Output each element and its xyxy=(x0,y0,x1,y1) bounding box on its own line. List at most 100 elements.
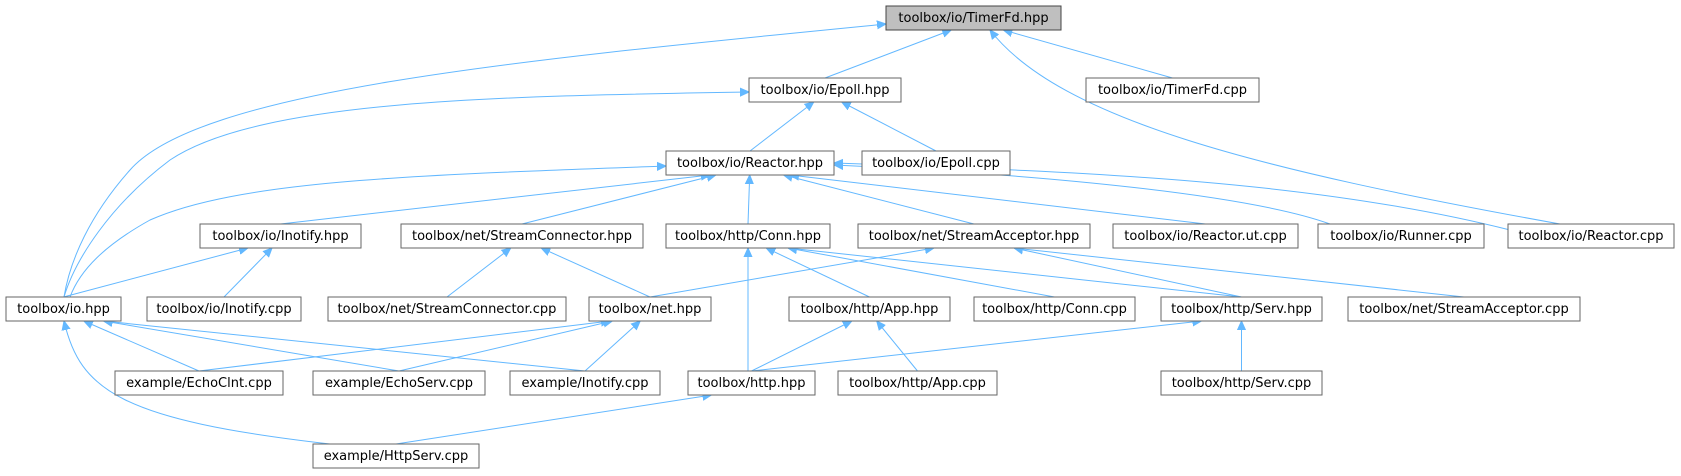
node-serv-cpp[interactable]: toolbox/http/Serv.cpp xyxy=(1160,370,1323,396)
edge-http-hpp-to-app-hpp xyxy=(751,321,852,372)
node-label: toolbox/io/TimerFd.cpp xyxy=(1098,83,1247,98)
node-box xyxy=(1160,296,1323,322)
edge-epoll-cpp-to-epoll-hpp xyxy=(842,102,937,152)
node-conn-hpp[interactable]: toolbox/http/Conn.hpp xyxy=(665,223,831,249)
edges-layer xyxy=(63,24,1561,445)
node-reactor-hpp[interactable]: toolbox/io/Reactor.hpp xyxy=(665,150,835,176)
node-label: toolbox/http/App.cpp xyxy=(849,376,986,391)
node-streamconnector-hpp[interactable]: toolbox/net/StreamConnector.hpp xyxy=(400,223,644,249)
node-box xyxy=(312,443,480,469)
edge-serv-hpp-to-conn-hpp xyxy=(788,248,1242,298)
edge-net-hpp-to-streamconnector-hpp xyxy=(541,248,651,298)
node-label: toolbox/http.hpp xyxy=(697,376,805,391)
node-box xyxy=(885,5,1062,31)
edge-reactor-hpp-to-epoll-hpp xyxy=(749,102,814,152)
node-label: toolbox/net/StreamConnector.hpp xyxy=(412,229,632,244)
nodes-layer: toolbox/io/TimerFd.hpp toolbox/io/Epoll.h… xyxy=(5,5,1675,469)
node-app-hpp[interactable]: toolbox/http/App.hpp xyxy=(788,296,951,322)
node-box xyxy=(665,223,831,249)
edge-http-hpp-to-serv-hpp xyxy=(751,321,1202,372)
node-box xyxy=(312,370,486,396)
node-box xyxy=(114,370,284,396)
node-label: toolbox/io/Reactor.cpp xyxy=(1519,229,1664,244)
edge-conn-hpp-to-reactor-hpp xyxy=(748,175,750,225)
node-label: toolbox/net.hpp xyxy=(599,302,702,317)
edge-serv-hpp-to-streamacceptor-hpp xyxy=(1014,248,1242,298)
edge-app-hpp-to-conn-hpp xyxy=(766,248,870,298)
node-box xyxy=(973,296,1136,322)
node-conn-cpp[interactable]: toolbox/http/Conn.cpp xyxy=(973,296,1136,322)
node-epoll-cpp[interactable]: toolbox/io/Epoll.cpp xyxy=(861,150,1011,176)
node-label: example/HttpServ.cpp xyxy=(324,449,469,464)
edge-io-hpp-to-timerfd-hpp xyxy=(63,24,886,298)
node-box xyxy=(837,370,998,396)
node-label: example/EchoServ.cpp xyxy=(325,376,473,391)
node-epoll-hpp[interactable]: toolbox/io/Epoll.hpp xyxy=(748,77,902,103)
edge-echoclnt-cpp-to-net-hpp xyxy=(198,321,610,372)
edge-app-cpp-to-app-hpp xyxy=(877,321,918,372)
node-http-hpp[interactable]: toolbox/http.hpp xyxy=(687,370,816,396)
node-label: toolbox/io/TimerFd.hpp xyxy=(898,11,1048,26)
edge-reactor-cpp-to-timerfd-hpp xyxy=(990,30,1561,225)
node-reactor-cpp[interactable]: toolbox/io/Reactor.cpp xyxy=(1507,223,1675,249)
node-inotify-hpp[interactable]: toolbox/io/Inotify.hpp xyxy=(199,223,362,249)
node-echoserv-cpp[interactable]: example/EchoServ.cpp xyxy=(312,370,486,396)
node-io-hpp[interactable]: toolbox/io.hpp xyxy=(5,296,122,322)
node-echoclnt-cpp[interactable]: example/EchoClnt.cpp xyxy=(114,370,284,396)
node-inotify-cpp[interactable]: toolbox/io/Inotify.cpp xyxy=(146,296,302,322)
node-box xyxy=(5,296,122,322)
node-box xyxy=(687,370,816,396)
node-label: toolbox/io/Epoll.cpp xyxy=(872,156,1000,171)
node-box xyxy=(857,223,1091,249)
node-label: toolbox/http/Conn.cpp xyxy=(982,302,1127,317)
node-box xyxy=(1112,223,1299,249)
edge-httpserv-cpp-to-http-hpp xyxy=(395,395,712,445)
node-box xyxy=(146,296,302,322)
node-label: toolbox/io/Runner.cpp xyxy=(1330,229,1472,244)
node-label: toolbox/io/Epoll.hpp xyxy=(761,83,890,98)
node-label: toolbox/io/Inotify.hpp xyxy=(212,229,348,244)
node-label: example/Inotify.cpp xyxy=(521,376,648,391)
node-streamacceptor-cpp[interactable]: toolbox/net/StreamAcceptor.cpp xyxy=(1347,296,1581,322)
node-label: toolbox/http/App.hpp xyxy=(801,302,939,317)
edge-inotify-example-cpp-to-io-hpp xyxy=(104,321,586,372)
node-label: toolbox/io.hpp xyxy=(17,302,110,317)
edge-io-hpp-to-epoll-hpp xyxy=(63,92,749,298)
edge-echoclnt-cpp-to-io-hpp xyxy=(84,321,200,372)
node-inotify-example-cpp[interactable]: example/Inotify.cpp xyxy=(509,370,661,396)
edge-streamconnector-hpp-to-reactor-hpp xyxy=(521,175,716,225)
node-box xyxy=(748,77,902,103)
node-box xyxy=(327,296,567,322)
edge-io-hpp-to-inotify-hpp xyxy=(63,248,248,298)
node-runner-cpp[interactable]: toolbox/io/Runner.cpp xyxy=(1317,223,1485,249)
node-label: toolbox/http/Conn.hpp xyxy=(675,229,821,244)
node-label: toolbox/net/StreamAcceptor.hpp xyxy=(869,229,1080,244)
node-streamconnector-cpp[interactable]: toolbox/net/StreamConnector.cpp xyxy=(327,296,567,322)
edge-streamacceptor-cpp-to-streamacceptor-hpp xyxy=(1014,248,1465,298)
edge-echoserv-cpp-to-net-hpp xyxy=(398,321,612,372)
node-timerfd-cpp[interactable]: toolbox/io/TimerFd.cpp xyxy=(1085,77,1260,103)
node-label: toolbox/io/Reactor.hpp xyxy=(677,156,823,171)
node-box xyxy=(665,150,835,176)
edge-timerfd-cpp-to-timerfd-hpp xyxy=(1003,30,1173,79)
node-serv-hpp[interactable]: toolbox/http/Serv.hpp xyxy=(1160,296,1323,322)
node-reactor-ut-cpp[interactable]: toolbox/io/Reactor.ut.cpp xyxy=(1112,223,1299,249)
node-app-cpp[interactable]: toolbox/http/App.cpp xyxy=(837,370,998,396)
node-box xyxy=(509,370,661,396)
edge-streamconnector-cpp-to-streamconnector-hpp xyxy=(446,248,511,298)
edge-inotify-hpp-to-reactor-hpp xyxy=(280,175,711,225)
node-timerfd-hpp[interactable]: toolbox/io/TimerFd.hpp xyxy=(885,5,1062,31)
node-label: toolbox/io/Inotify.cpp xyxy=(156,302,291,317)
edge-inotify-cpp-to-inotify-hpp xyxy=(223,248,272,298)
node-httpserv-cpp[interactable]: example/HttpServ.cpp xyxy=(312,443,480,469)
edge-net-hpp-to-streamacceptor-hpp xyxy=(649,248,934,298)
node-label: example/EchoClnt.cpp xyxy=(126,376,272,391)
node-box xyxy=(788,296,951,322)
edge-httpserv-cpp-to-io-hpp xyxy=(64,321,331,445)
node-streamacceptor-hpp[interactable]: toolbox/net/StreamAcceptor.hpp xyxy=(857,223,1091,249)
node-net-hpp[interactable]: toolbox/net.hpp xyxy=(588,296,712,322)
edge-reactor-ut-cpp-to-reactor-hpp xyxy=(790,175,1206,225)
edge-echoserv-cpp-to-io-hpp xyxy=(104,321,400,372)
edge-io-hpp-to-reactor-hpp xyxy=(69,166,666,298)
